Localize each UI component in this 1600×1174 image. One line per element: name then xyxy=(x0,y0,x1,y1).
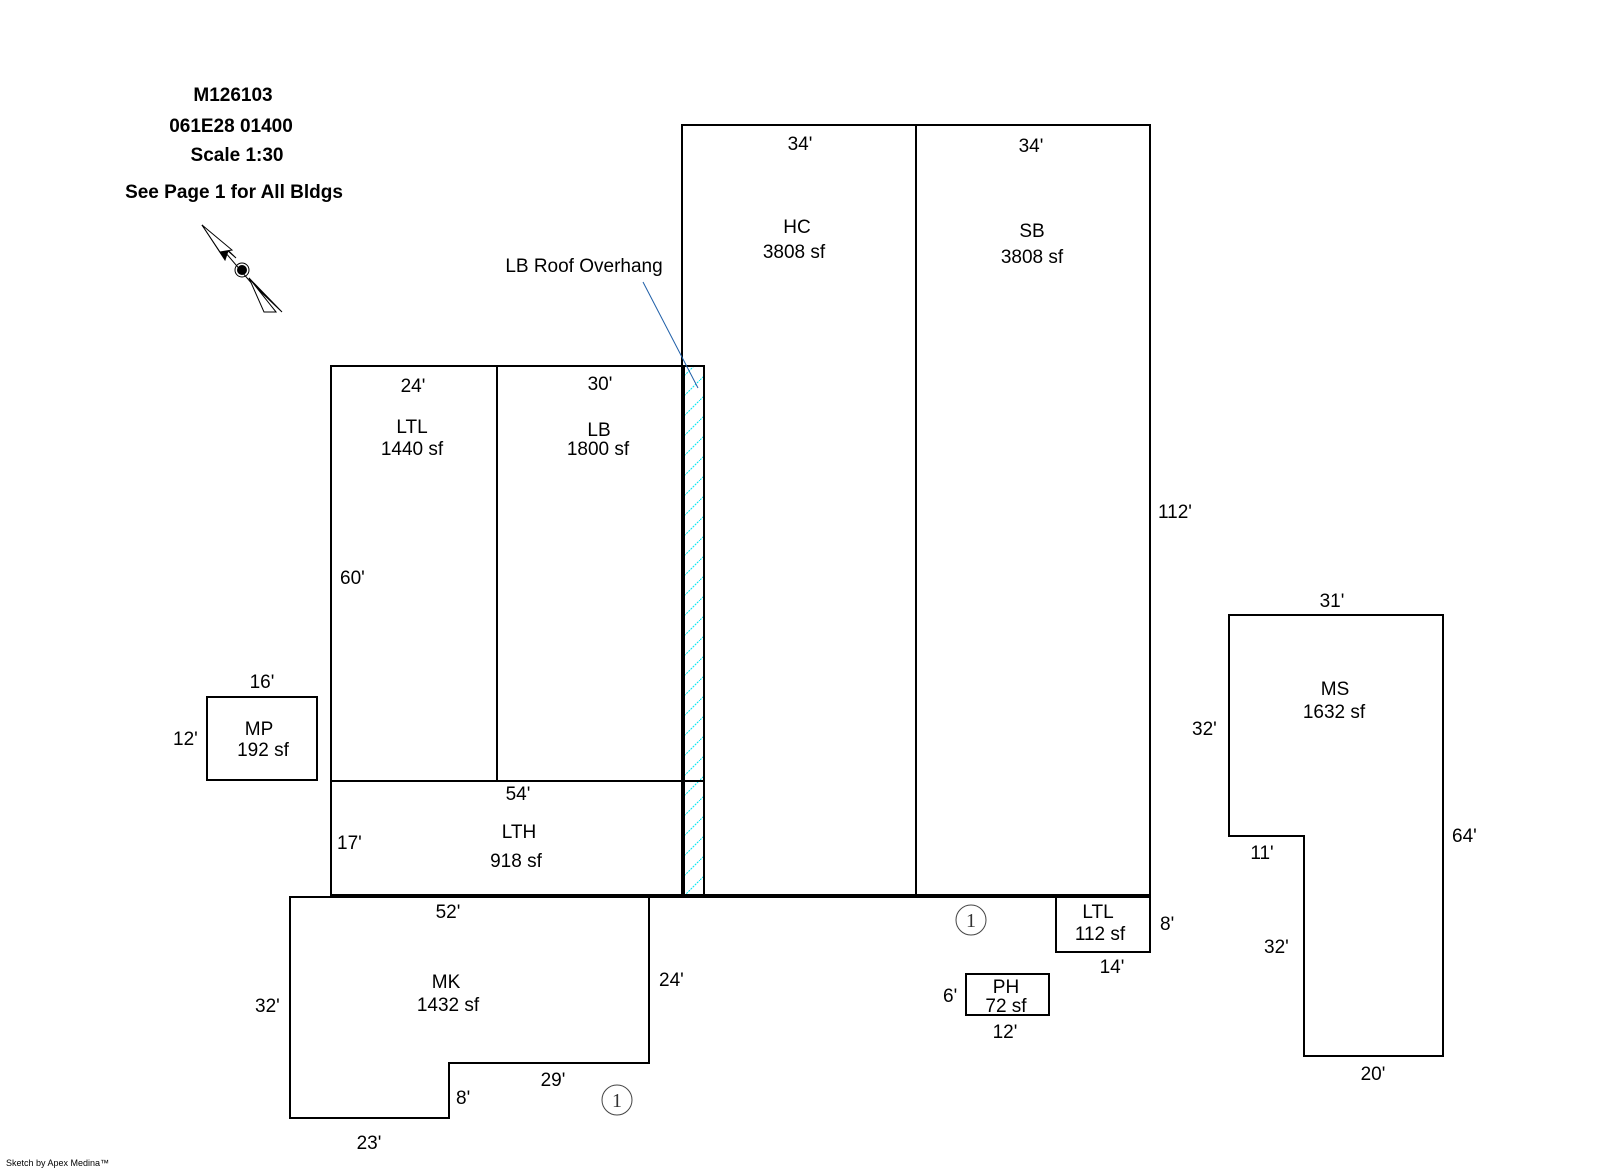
hc-code: HC xyxy=(783,217,810,238)
callout-label: 1 xyxy=(612,1090,622,1112)
lth-dim-top: 54' xyxy=(506,784,531,805)
building-ph xyxy=(965,973,1050,1016)
lb-roof-overhang xyxy=(683,365,705,896)
ms-code: MS xyxy=(1321,679,1350,700)
overhang-leader-line xyxy=(642,281,699,389)
ltl-main-dim-left: 60' xyxy=(340,568,365,589)
lth-dim-left: 17' xyxy=(337,833,362,854)
callout-label: 1 xyxy=(966,910,976,932)
ltl-small-code: LTL xyxy=(1082,902,1113,923)
callout-marker: 1 xyxy=(601,1084,633,1116)
ms-dim-top: 31' xyxy=(1320,591,1345,612)
building-sb xyxy=(915,124,1151,896)
mk-dim-right: 24' xyxy=(659,970,684,991)
lb-dim-top: 30' xyxy=(588,374,613,395)
north-arrow-icon xyxy=(201,224,283,313)
ltl-small-dim-bottom: 14' xyxy=(1100,957,1125,978)
ltl-small-area: 112 sf xyxy=(1075,924,1126,945)
lth-area: 918 sf xyxy=(490,851,542,872)
ms-dim-left-lower: 32' xyxy=(1264,937,1289,958)
ltl-small-dim-right: 8' xyxy=(1160,914,1174,935)
mp-area: 192 sf xyxy=(237,740,289,761)
ms-dim-left-upper: 32' xyxy=(1192,719,1217,740)
sb-area: 3808 sf xyxy=(1001,247,1064,268)
hc-area: 3808 sf xyxy=(763,242,826,263)
lb-area: 1800 sf xyxy=(567,439,630,460)
sb-dim-top: 34' xyxy=(1019,136,1044,157)
ltl-main-code: LTL xyxy=(396,417,427,438)
ph-dim-left: 6' xyxy=(943,986,957,1007)
ph-code: PH xyxy=(993,977,1019,998)
ms-dim-right: 64' xyxy=(1452,826,1477,847)
sb-dim-right: 112' xyxy=(1158,502,1192,523)
ltl-main-dim-top: 24' xyxy=(401,376,426,397)
mp-dim-top: 16' xyxy=(250,672,275,693)
ph-area: 72 sf xyxy=(985,996,1027,1017)
ms-dim-bottom: 20' xyxy=(1361,1064,1386,1085)
mp-dim-left: 12' xyxy=(173,729,198,750)
building-hc xyxy=(681,124,917,896)
callout-marker: 1 xyxy=(955,904,987,936)
map-id: M126103 xyxy=(193,85,272,106)
mk-dim-inner-horizontal: 29' xyxy=(541,1070,566,1091)
overhang-label: LB Roof Overhang xyxy=(505,256,662,277)
ltl-main-area: 1440 sf xyxy=(381,439,444,460)
mk-dim-top: 52' xyxy=(436,902,461,923)
hc-dim-top: 34' xyxy=(788,134,813,155)
mk-dim-inner-vertical: 8' xyxy=(456,1088,470,1109)
parcel-number: 061E28 01400 xyxy=(169,116,293,137)
building-ltl-small xyxy=(1055,896,1151,953)
lth-code: LTH xyxy=(502,822,536,843)
mk-dim-bottom: 23' xyxy=(357,1133,382,1154)
scale-label: Scale 1:30 xyxy=(191,145,284,166)
building-ms xyxy=(1228,614,1444,1057)
mp-code: MP xyxy=(245,719,274,740)
mk-dim-left: 32' xyxy=(255,996,280,1017)
sketch-credit: Sketch by Apex Medina™ xyxy=(6,1158,109,1168)
building-lth xyxy=(330,780,705,896)
ph-dim-bottom: 12' xyxy=(993,1022,1018,1043)
ms-dim-notch: 11' xyxy=(1250,843,1273,864)
mk-code: MK xyxy=(432,972,461,993)
mk-area: 1432 sf xyxy=(417,995,480,1016)
sb-code: SB xyxy=(1019,221,1044,242)
ms-area: 1632 sf xyxy=(1303,702,1366,723)
page-note: See Page 1 for All Bldgs xyxy=(125,182,343,203)
lb-code: LB xyxy=(587,420,610,441)
building-mp xyxy=(206,696,318,781)
